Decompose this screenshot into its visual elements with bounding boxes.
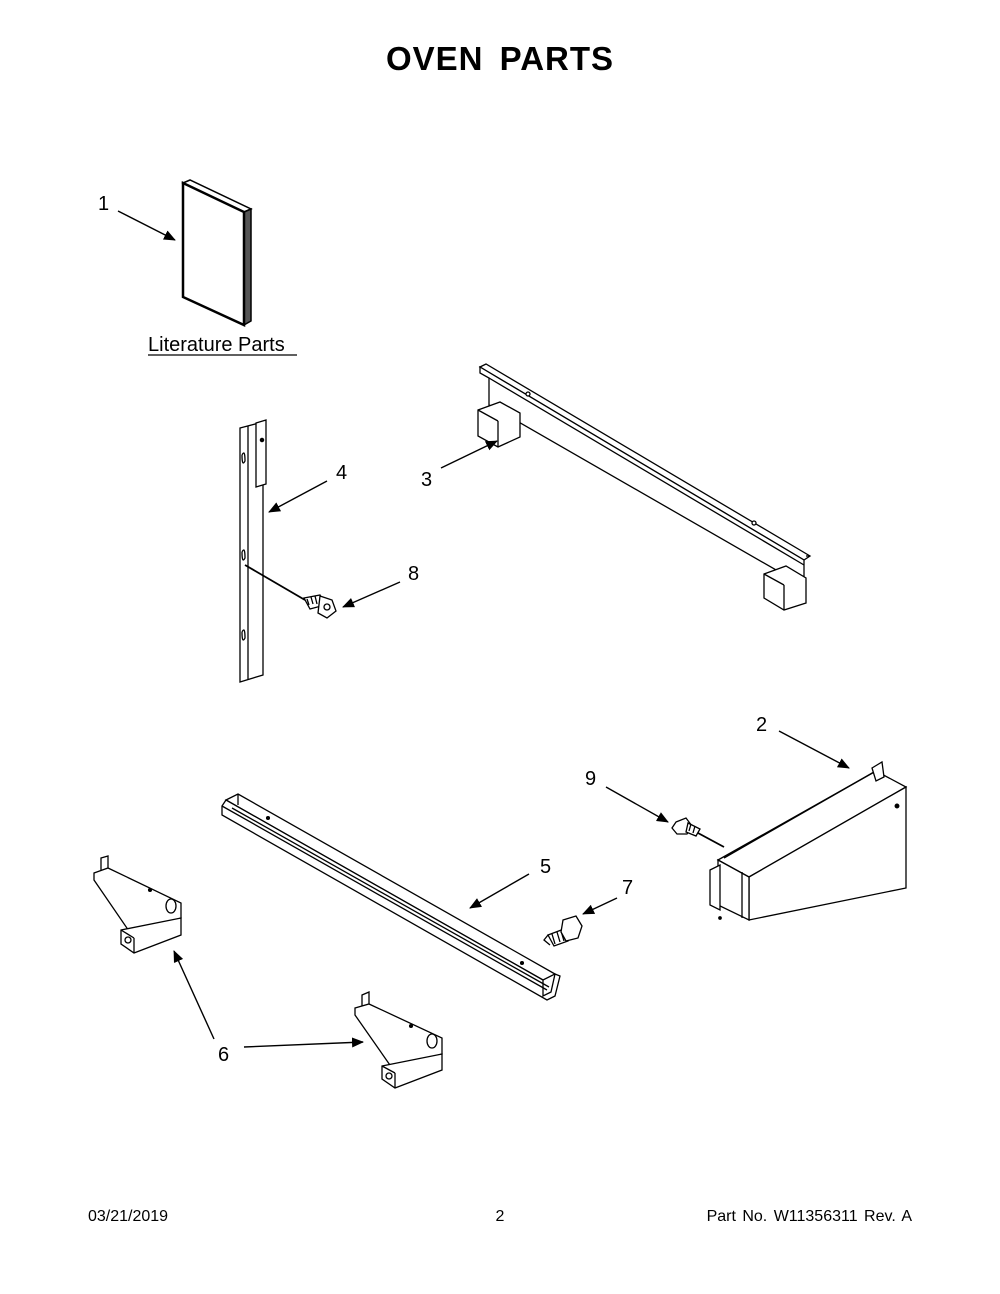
callout-arrow-2 (778, 730, 850, 769)
part-3-rear-bracket[interactable] (477, 363, 812, 611)
callout-8: 8 (408, 563, 419, 585)
callout-2: 2 (756, 714, 767, 736)
callout-arrow-6b (243, 1037, 364, 1048)
callout-3: 3 (421, 469, 432, 491)
part-1-literature-booklet[interactable] (181, 179, 253, 327)
part-6-bracket-left[interactable] (93, 855, 182, 954)
callout-6: 6 (218, 1044, 229, 1066)
part-4-vertical-trim[interactable] (239, 419, 267, 683)
part-6-bracket-right[interactable] (354, 991, 443, 1089)
callout-9: 9 (585, 768, 596, 790)
callout-arrow-5 (469, 873, 530, 909)
callout-arrow-6a (173, 950, 215, 1040)
callout-1: 1 (98, 193, 109, 215)
footer-part-number: Part No. W11356311 Rev. A (706, 1208, 912, 1225)
part-9-screw[interactable] (671, 817, 701, 837)
callout-4: 4 (336, 462, 347, 484)
part-9-screw-leader (697, 832, 725, 848)
callout-arrow-3 (440, 440, 498, 469)
callout-arrow-8 (342, 581, 401, 608)
footer-page-number: 2 (495, 1208, 505, 1225)
part-5-channel[interactable] (221, 793, 561, 1001)
callout-arrow-1 (117, 210, 176, 241)
part-8-screw-leader (244, 564, 306, 601)
page-title: OVEN PARTS (385, 40, 615, 77)
part-7-screw[interactable] (543, 915, 583, 947)
part-2-vent-box[interactable] (709, 760, 908, 922)
callout-arrow-9 (605, 786, 669, 823)
footer-date: 03/21/2019 (88, 1208, 169, 1225)
callout-arrow-4 (268, 480, 328, 513)
part-8-screw[interactable] (303, 594, 337, 619)
callout-7: 7 (622, 877, 633, 899)
callout-arrow-7 (582, 897, 618, 915)
literature-parts-label: Literature Parts (148, 334, 285, 356)
callout-5: 5 (540, 856, 551, 878)
